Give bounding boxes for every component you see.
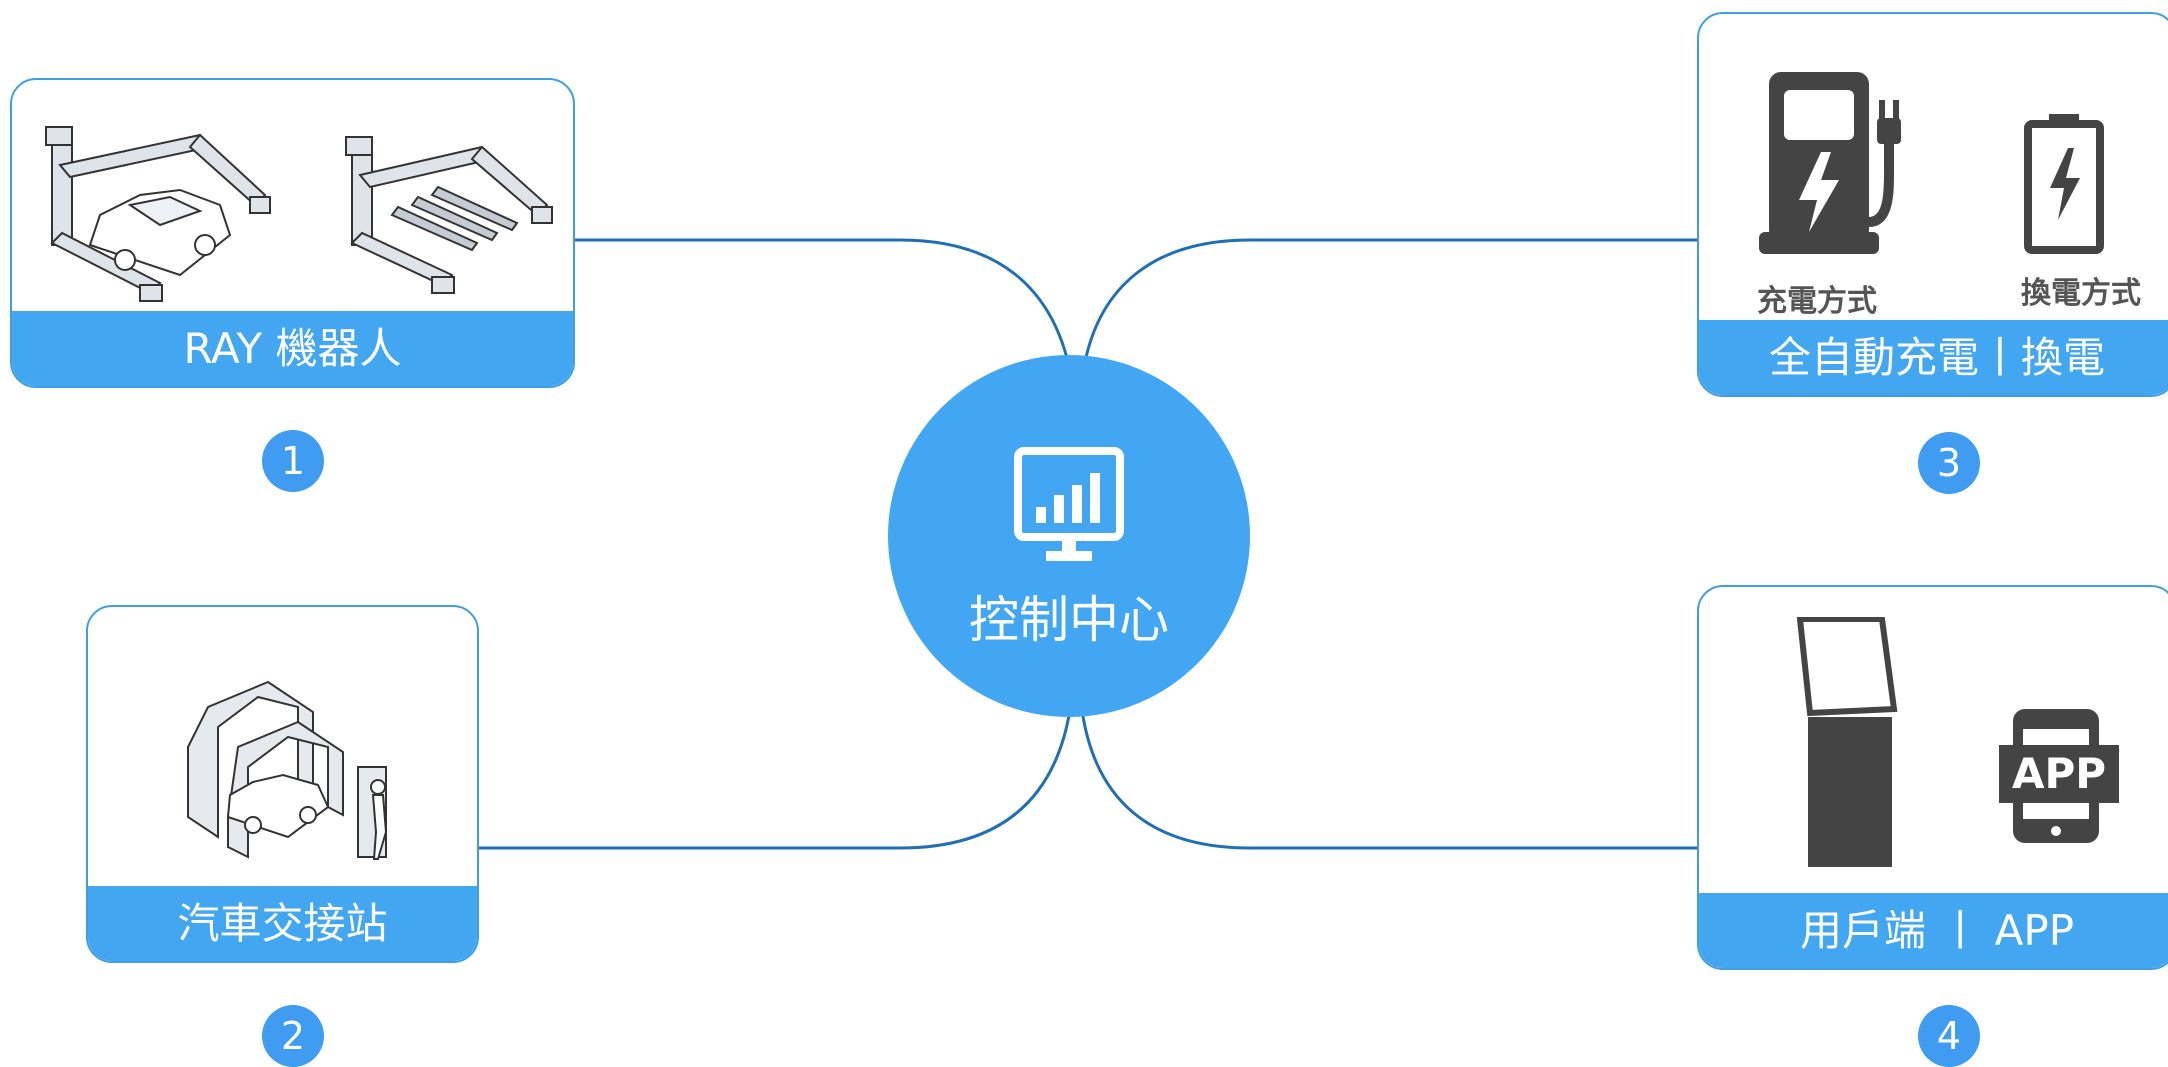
app-icon-text: APP (2011, 749, 2107, 798)
card-charging-swapping[interactable]: 充電方式 換電方式 全自動充電丨換電 (1697, 12, 2168, 397)
control-center-hub[interactable]: 控制中心 (888, 355, 1250, 717)
number-badge-3: 3 (1918, 432, 1980, 494)
card-4-illustration: APP (1699, 587, 2168, 897)
car-handover-station-icon (187, 680, 388, 860)
battery-icon (2024, 114, 2104, 254)
card-2-caption: 汽車交接站 (88, 886, 477, 961)
charging-station-icon (1759, 72, 1901, 254)
charging-method-label: 充電方式 (1757, 284, 1877, 319)
card-3-caption: 全自動充電丨換電 (1699, 320, 2168, 395)
app-tablet-icon (1999, 709, 2119, 843)
number-badge-2: 2 (262, 1005, 324, 1067)
number-badge-4: 4 (1918, 1005, 1980, 1067)
card-3-illustration: 充電方式 換電方式 (1699, 14, 2168, 324)
connector-1 (575, 238, 1070, 363)
parking-robot-icon (345, 136, 553, 294)
parking-robot-with-car-icon (45, 126, 271, 302)
connector-4 (1080, 709, 1700, 850)
hub-label: 控制中心 (969, 591, 1169, 649)
connector-3 (1083, 238, 1700, 363)
connector-2 (478, 709, 1072, 850)
kiosk-icon (1796, 617, 1898, 867)
card-2-illustration (88, 607, 477, 890)
number-badge-1: 1 (262, 430, 324, 492)
card-user-app[interactable]: APP 用戶端 丨 APP (1697, 585, 2168, 970)
swapping-method-label: 換電方式 (2021, 276, 2141, 311)
card-4-caption: 用戶端 丨 APP (1699, 893, 2168, 968)
card-1-caption: RAY 機器人 (12, 311, 573, 386)
monitor-chart-icon (1014, 447, 1124, 561)
card-ray-robot[interactable]: RAY 機器人 (10, 78, 575, 388)
card-car-handover-station[interactable]: 汽車交接站 (86, 605, 479, 963)
card-1-illustration (12, 80, 573, 315)
